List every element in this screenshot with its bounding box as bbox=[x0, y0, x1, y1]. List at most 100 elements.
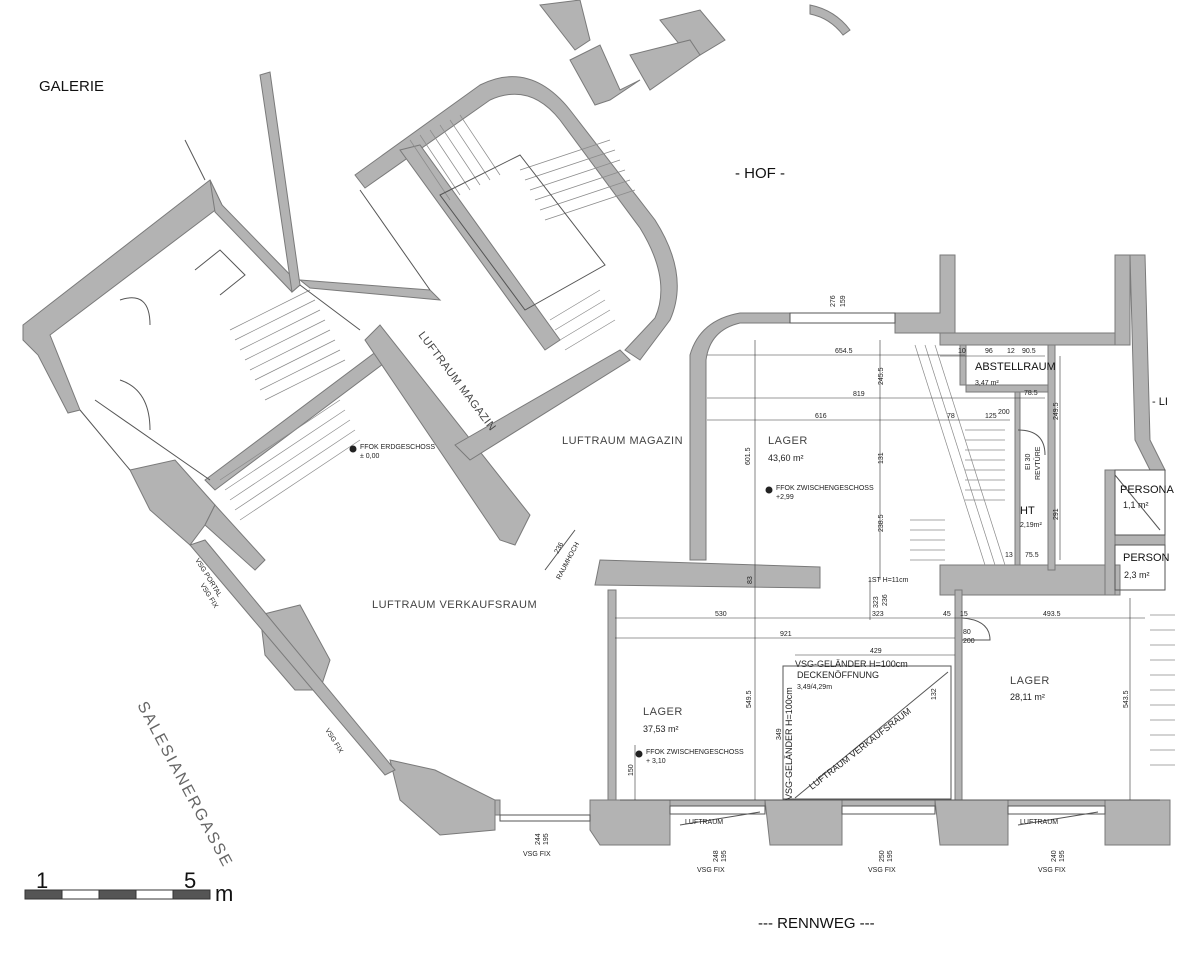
room-abstellraum-name: ABSTELLRAUM bbox=[975, 361, 1056, 373]
room-labels: LAGER 43,60 m² FFOK ZWISCHENGESCHOSS +2,… bbox=[635, 361, 1056, 765]
dim-label: 921 bbox=[780, 631, 792, 638]
dim-label: 429 bbox=[870, 648, 882, 655]
ffok-eg-label: FFOK ERDGESCHOSS bbox=[360, 444, 435, 451]
dim-label: 195 bbox=[1059, 850, 1066, 862]
room-lager1-name: LAGER bbox=[768, 435, 808, 447]
raumhoch-value: 236 bbox=[554, 541, 566, 555]
vsg-fix-label-2: VSG FIX bbox=[323, 727, 344, 754]
room-lager1-ffok-value: +2,99 bbox=[776, 494, 794, 501]
edge-li-label: - LI bbox=[1152, 396, 1168, 408]
dim-label: 530 bbox=[715, 611, 727, 618]
stair-height-note: 1ST H=11cm bbox=[868, 577, 909, 584]
dim-label: 131 bbox=[878, 452, 885, 464]
dim-label: 195 bbox=[721, 850, 728, 862]
luftraum-verkaufsraum-diag-label: LUFTRAUM VERKAUFSRAUM bbox=[807, 706, 913, 792]
dim-label: 819 bbox=[853, 391, 865, 398]
room-abstellraum-area: 3,47 m² bbox=[975, 380, 999, 387]
vsg-fix-label-6: VSG FIX bbox=[1038, 867, 1066, 874]
dim-label: 238.5 bbox=[878, 514, 885, 532]
walls bbox=[22, 0, 1171, 846]
dim-label: 549.5 bbox=[746, 690, 753, 708]
luftraum-label-1: LUFTRAUM bbox=[685, 819, 723, 826]
dim-label: 195 bbox=[543, 833, 550, 845]
dim-label: 96 bbox=[985, 348, 993, 355]
person-area-1: 1,1 m² bbox=[1123, 500, 1149, 510]
dim-label: 45 bbox=[943, 611, 951, 618]
dim-label: 236 bbox=[882, 594, 889, 606]
dim-label: 195 bbox=[887, 850, 894, 862]
dim-label: 80 bbox=[963, 629, 971, 636]
room-lager3-name: LAGER bbox=[1010, 675, 1050, 687]
dim-label: 323 bbox=[873, 596, 880, 608]
level-marker-icon bbox=[635, 750, 643, 758]
dim-label: 240 bbox=[1051, 850, 1058, 862]
dim-label: 78 bbox=[947, 413, 955, 420]
vsg-gelaender-h-note: VSG-GELÄNDER H=100cm bbox=[795, 659, 908, 669]
dim-label: 249.5 bbox=[1053, 402, 1060, 420]
dim-label: 654.5 bbox=[835, 348, 853, 355]
dim-label: 616 bbox=[815, 413, 827, 420]
dim-label: 248 bbox=[713, 850, 720, 862]
dim-label: 323 bbox=[872, 611, 884, 618]
dimension-labels: 654.5 819 616 10 96 12 90.5 78.5 125 78 … bbox=[535, 295, 1130, 862]
dim-label: 493.5 bbox=[1043, 611, 1061, 618]
vsg-gelaender-v-note: VSG-GELÄNDER H=100cm bbox=[784, 687, 794, 800]
level-marker-icon bbox=[765, 486, 773, 494]
dim-label: 90.5 bbox=[1022, 348, 1036, 355]
dim-label: 12 bbox=[1007, 348, 1015, 355]
dim-label: 543.5 bbox=[1123, 690, 1130, 708]
luftraum-verkaufsraum-label: LUFTRAUM VERKAUFSRAUM bbox=[372, 599, 537, 611]
annotations: 1ST H=11cm VSG-GELÄNDER H=100cm DECKENÖF… bbox=[784, 446, 1042, 800]
scale-unit-label: m bbox=[215, 881, 233, 906]
ei30-note: EI 30 bbox=[1025, 454, 1032, 470]
dim-label: 291 bbox=[1053, 508, 1060, 520]
person-area-2: 2,3 m² bbox=[1124, 570, 1150, 580]
room-lager2-ffok-value: + 3,10 bbox=[646, 758, 666, 765]
ffok-eg-value: ± 0,00 bbox=[360, 453, 380, 460]
galerie-label: GALERIE bbox=[39, 78, 104, 95]
dim-label: 349 bbox=[776, 728, 783, 740]
dim-label: 601.5 bbox=[745, 447, 752, 465]
room-lager1-ffok: FFOK ZWISCHENGESCHOSS bbox=[776, 485, 874, 492]
room-lager2-name: LAGER bbox=[643, 706, 683, 718]
luftraum-magazin-label-2: LUFTRAUM MAGAZIN bbox=[562, 435, 683, 447]
person-label-1: PERSONA bbox=[1120, 484, 1174, 496]
dim-label: 83 bbox=[747, 576, 754, 584]
linework bbox=[79, 114, 1175, 826]
dim-label: 250 bbox=[879, 850, 886, 862]
scale-start-label: 1 bbox=[36, 868, 48, 893]
room-ht-name: HT bbox=[1020, 505, 1035, 517]
dim-label: 15 bbox=[960, 611, 968, 618]
dim-label: 244 bbox=[535, 833, 542, 845]
rennweg-label: --- RENNWEG --- bbox=[758, 915, 875, 932]
dim-label: 245.5 bbox=[878, 367, 885, 385]
dim-label: 75.5 bbox=[1025, 552, 1039, 559]
scale-end-label: 5 bbox=[184, 868, 196, 893]
vsg-fix-label-4: VSG FIX bbox=[697, 867, 725, 874]
hof-label: - HOF - bbox=[735, 165, 785, 182]
room-lager1-area: 43,60 m² bbox=[768, 453, 804, 463]
dim-label: 276 bbox=[830, 295, 837, 307]
room-lager3-area: 28,11 m² bbox=[1010, 692, 1045, 702]
vsg-fix-label-3: VSG FIX bbox=[523, 851, 551, 858]
person-label-2: PERSON bbox=[1123, 552, 1170, 564]
level-marker-icon bbox=[349, 445, 357, 453]
dim-label: 200 bbox=[963, 638, 975, 645]
room-lager2-area: 37,53 m² bbox=[643, 724, 679, 734]
dim-label: 200 bbox=[998, 409, 1010, 416]
room-ht-area: 2,19m² bbox=[1020, 522, 1042, 529]
dim-label: 13 bbox=[1005, 552, 1013, 559]
dim-label: 10 bbox=[958, 348, 966, 355]
scale-bar: 1 5 m bbox=[24, 868, 233, 906]
deckenoeffnung-size: 3,49/4,29m bbox=[797, 684, 832, 691]
dim-label: 125 bbox=[985, 413, 997, 420]
deckenoeffnung-note: DECKENÖFFNUNG bbox=[797, 670, 879, 680]
dim-label: 159 bbox=[840, 295, 847, 307]
salesianergasse-label: SALESIANERGASSE bbox=[133, 699, 235, 871]
dim-label: 78.5 bbox=[1024, 390, 1038, 397]
vsg-fix-label-5: VSG FIX bbox=[868, 867, 896, 874]
dim-label: 132 bbox=[931, 688, 938, 700]
revtuere-note: REVTÜRE bbox=[1034, 446, 1042, 480]
dim-label: 150 bbox=[628, 764, 635, 776]
